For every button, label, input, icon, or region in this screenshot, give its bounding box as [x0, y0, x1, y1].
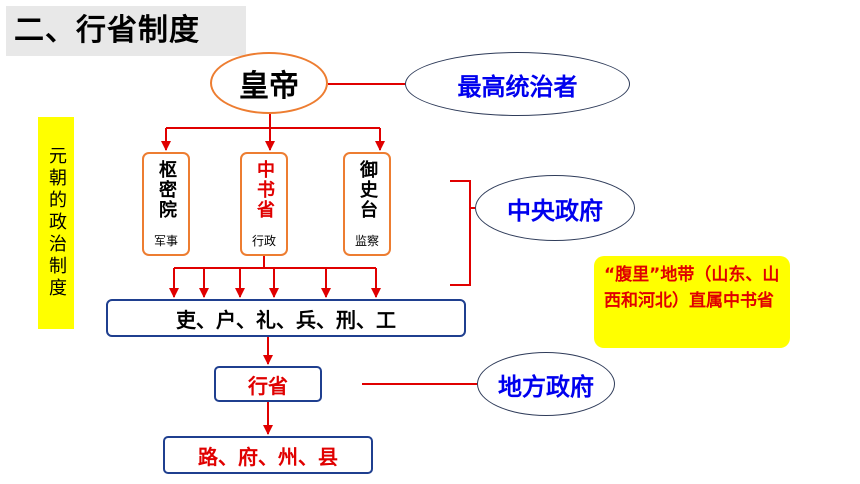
sub-units-box: 路、府、州、县: [163, 436, 373, 474]
province-box: 行省: [214, 366, 322, 402]
central-government-label: 中央政府: [475, 175, 635, 241]
supreme-ruler-label: 最高统治者: [405, 52, 630, 116]
agency-role: 军事: [153, 234, 178, 248]
fuli-note: “腹里”地带（山东、山西和河北）直属中书省: [594, 256, 790, 348]
agency-name: 御史台: [357, 160, 378, 220]
agency-name: 中书省: [254, 160, 275, 220]
agency-role: 监察: [354, 234, 379, 248]
agency-name: 枢密院: [156, 160, 177, 220]
sidebar-label: 元朝的政治制度: [38, 117, 74, 329]
page-title: 二、行省制度: [6, 6, 246, 56]
central-agency-yushi: 御史台 监察: [343, 152, 391, 256]
central-agency-shumi: 枢密院 军事: [142, 152, 190, 256]
emperor-node: 皇帝: [210, 52, 328, 114]
agency-role: 行政: [251, 234, 276, 248]
central-agency-zhongshu: 中书省 行政: [240, 152, 288, 256]
central-bracket: [450, 180, 471, 286]
sidebar-label-text: 元朝的政治制度: [46, 146, 67, 300]
six-ministries-box: 吏、户、礼、兵、刑、工: [106, 299, 466, 337]
local-government-label: 地方政府: [477, 352, 615, 416]
